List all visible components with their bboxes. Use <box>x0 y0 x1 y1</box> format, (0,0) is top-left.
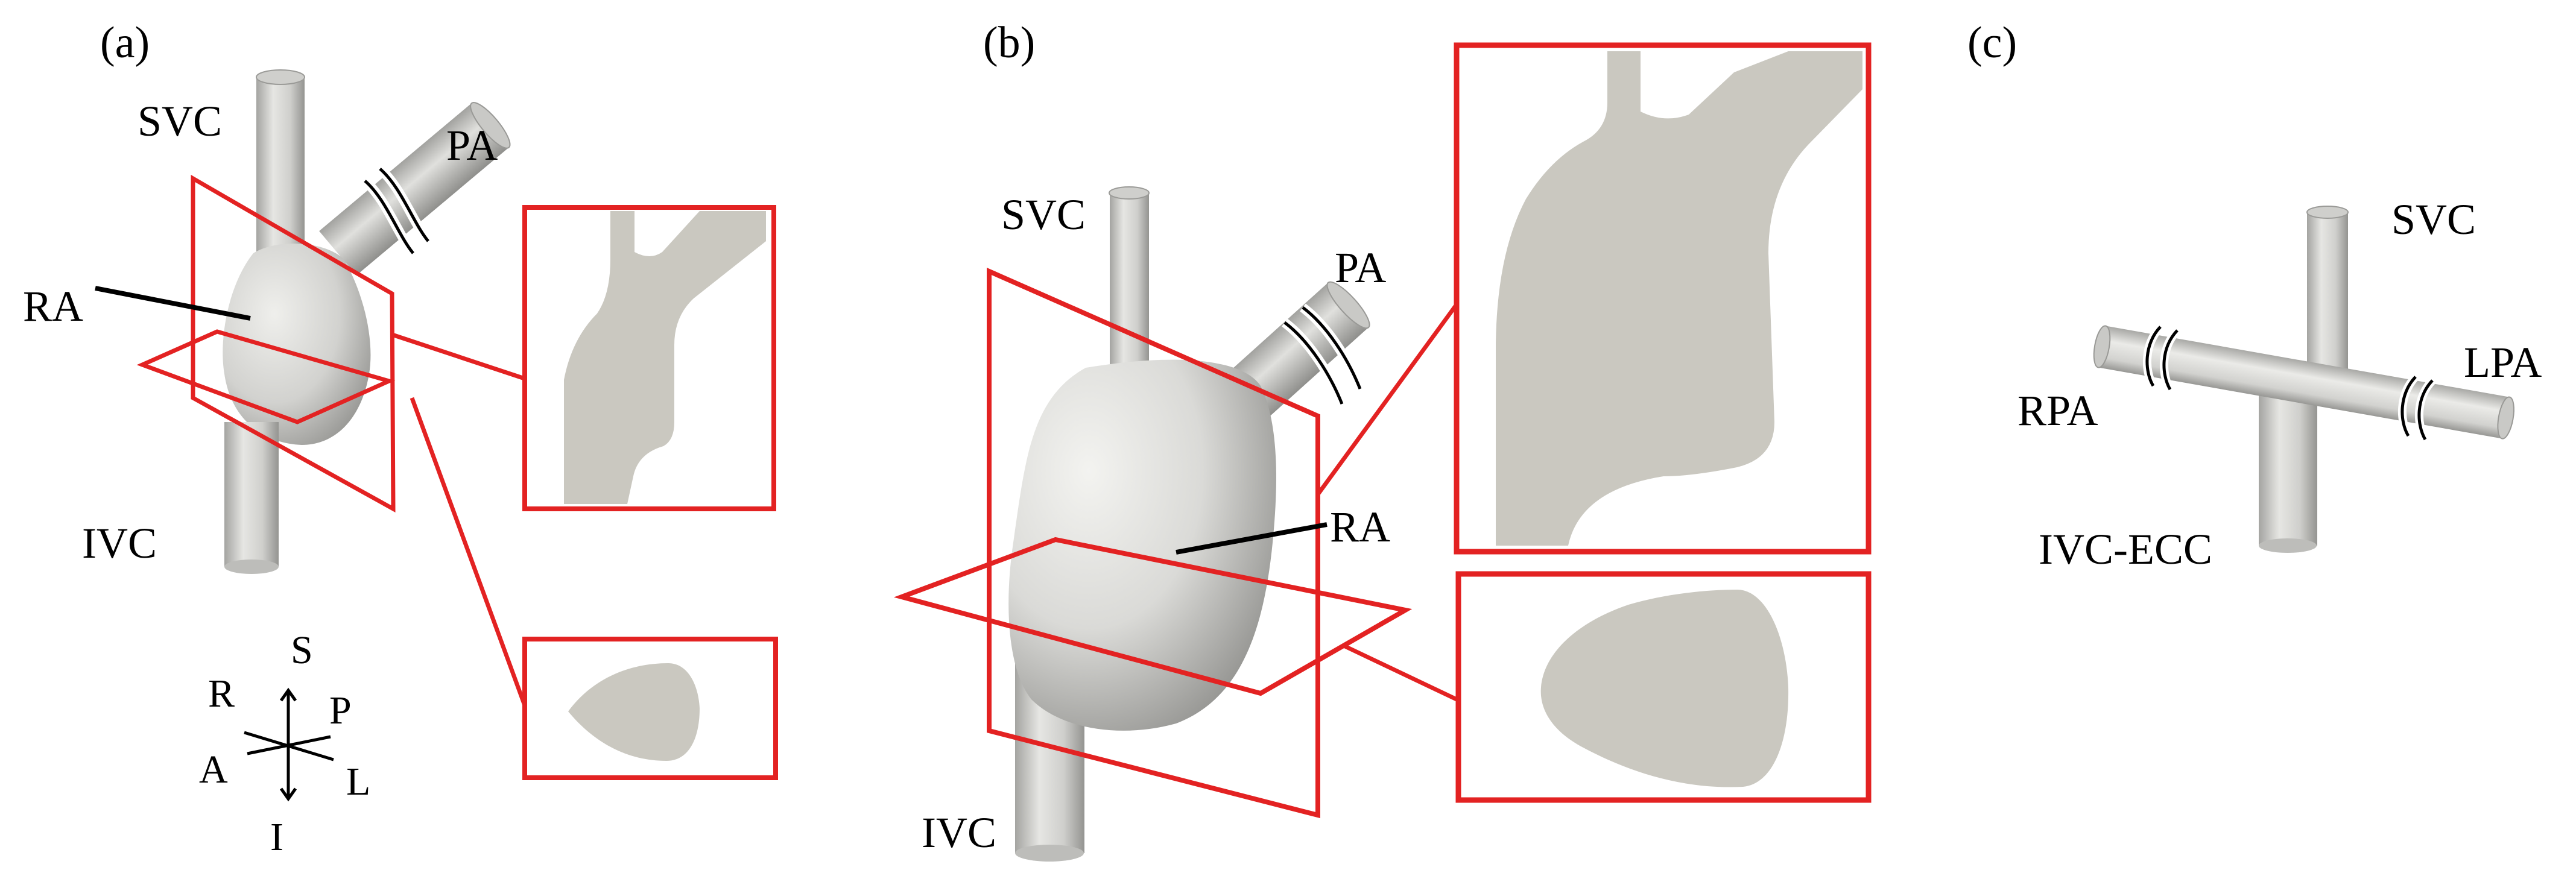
panel-a-coronal-section-shape <box>564 211 766 504</box>
anterior-posterior-axis <box>247 735 331 755</box>
panel-c-lpa-label: LPA <box>2464 338 2542 386</box>
panel-b-coronal-section-inset <box>1454 42 1872 555</box>
panel-c-svc-vessel <box>2307 211 2348 386</box>
panel-b-coronal-connector <box>1316 303 1458 496</box>
panel-c-svc-top-cap <box>2306 206 2349 219</box>
panel-a-axial-section-inset <box>522 637 778 780</box>
orientation-inferior-label: I <box>270 815 283 859</box>
panel-b-ra-chamber <box>1008 359 1276 731</box>
panel-a-ra-chamber <box>223 243 371 445</box>
panel-b: (b) <box>893 18 1872 862</box>
panel-b-label: (b) <box>983 18 1035 68</box>
panel-b-svc-top-cap <box>1109 186 1150 200</box>
inferior-arrowhead <box>279 787 297 802</box>
panel-c-lpa-break-lines <box>2400 376 2434 441</box>
orientation-axes: S R P A L I <box>199 628 370 859</box>
panel-a-ivc-vessel <box>224 422 279 567</box>
panel-c-pa-branch <box>2093 325 2514 440</box>
panel-a-ivc-label: IVC <box>82 519 157 567</box>
panel-a-ra-label: RA <box>23 282 83 330</box>
panel-b-coronal-cut-plane <box>987 267 1320 819</box>
panel-b-svc-label: SVC <box>1001 191 1086 239</box>
panel-c-rpa-break-lines <box>2145 326 2179 391</box>
panel-a-coronal-connector <box>391 332 526 381</box>
panel-a-svc-vessel <box>256 75 305 256</box>
panel-c-svc-label: SVC <box>2391 195 2476 244</box>
panel-b-axial-cut-plane <box>893 537 1413 696</box>
panel-b-svc-vessel <box>1110 192 1149 379</box>
panel-c-label: (c) <box>1967 18 2017 68</box>
panel-c-ivc-ecc-bottom-cap <box>2259 538 2317 553</box>
panel-c: (c) SVC LPA RPA IVC-ECC <box>1967 18 2542 573</box>
panel-c-model <box>2093 206 2514 553</box>
orientation-left-label: L <box>346 760 370 804</box>
panel-a-pa-break-lines <box>364 168 429 254</box>
panel-c-ivc-ecc-label: IVC-ECC <box>2039 525 2212 573</box>
panel-b-model <box>1008 186 1370 862</box>
panel-b-axial-section-shape <box>1540 590 1789 787</box>
panel-a-ivc-bottom-cap <box>224 559 279 574</box>
panel-a: (a) <box>23 18 778 859</box>
panel-b-ra-leader-line <box>1176 522 1328 555</box>
panel-b-ivc-bottom-cap <box>1015 845 1084 862</box>
orientation-anterior-label: A <box>199 748 228 792</box>
panel-b-ra-label: RA <box>1330 503 1390 551</box>
superior-arrowhead <box>279 687 297 702</box>
panel-a-coronal-cut-plane <box>191 174 396 512</box>
panel-b-pa-break-lines <box>1283 306 1362 405</box>
panel-c-ivc-ecc-vessel <box>2259 386 2317 546</box>
panel-a-label: (a) <box>100 18 150 68</box>
orientation-superior-label: S <box>291 628 313 672</box>
panel-b-ivc-label: IVC <box>922 808 996 857</box>
panel-b-axial-section-inset <box>1455 571 1872 803</box>
panel-a-coronal-section-inset <box>522 205 776 511</box>
panel-a-axial-section-shape <box>568 663 700 761</box>
panel-a-ra-leader-line <box>95 286 251 321</box>
panel-a-axial-connector <box>410 397 527 707</box>
orientation-right-label: R <box>208 672 235 716</box>
panel-a-model <box>223 69 511 574</box>
panel-a-axial-cut-plane <box>136 329 396 424</box>
panel-b-coronal-section-shape <box>1496 51 1862 546</box>
panel-a-svc-top-cap <box>256 69 305 85</box>
panel-c-rpa-label: RPA <box>2017 386 2098 435</box>
panel-a-pa-vessel <box>319 102 511 276</box>
orientation-posterior-label: P <box>329 689 352 733</box>
panel-a-svc-label: SVC <box>138 97 222 145</box>
panel-a-pa-label: PA <box>446 121 498 169</box>
panel-b-pa-label: PA <box>1335 244 1386 292</box>
panel-b-axial-connector <box>1344 644 1458 702</box>
